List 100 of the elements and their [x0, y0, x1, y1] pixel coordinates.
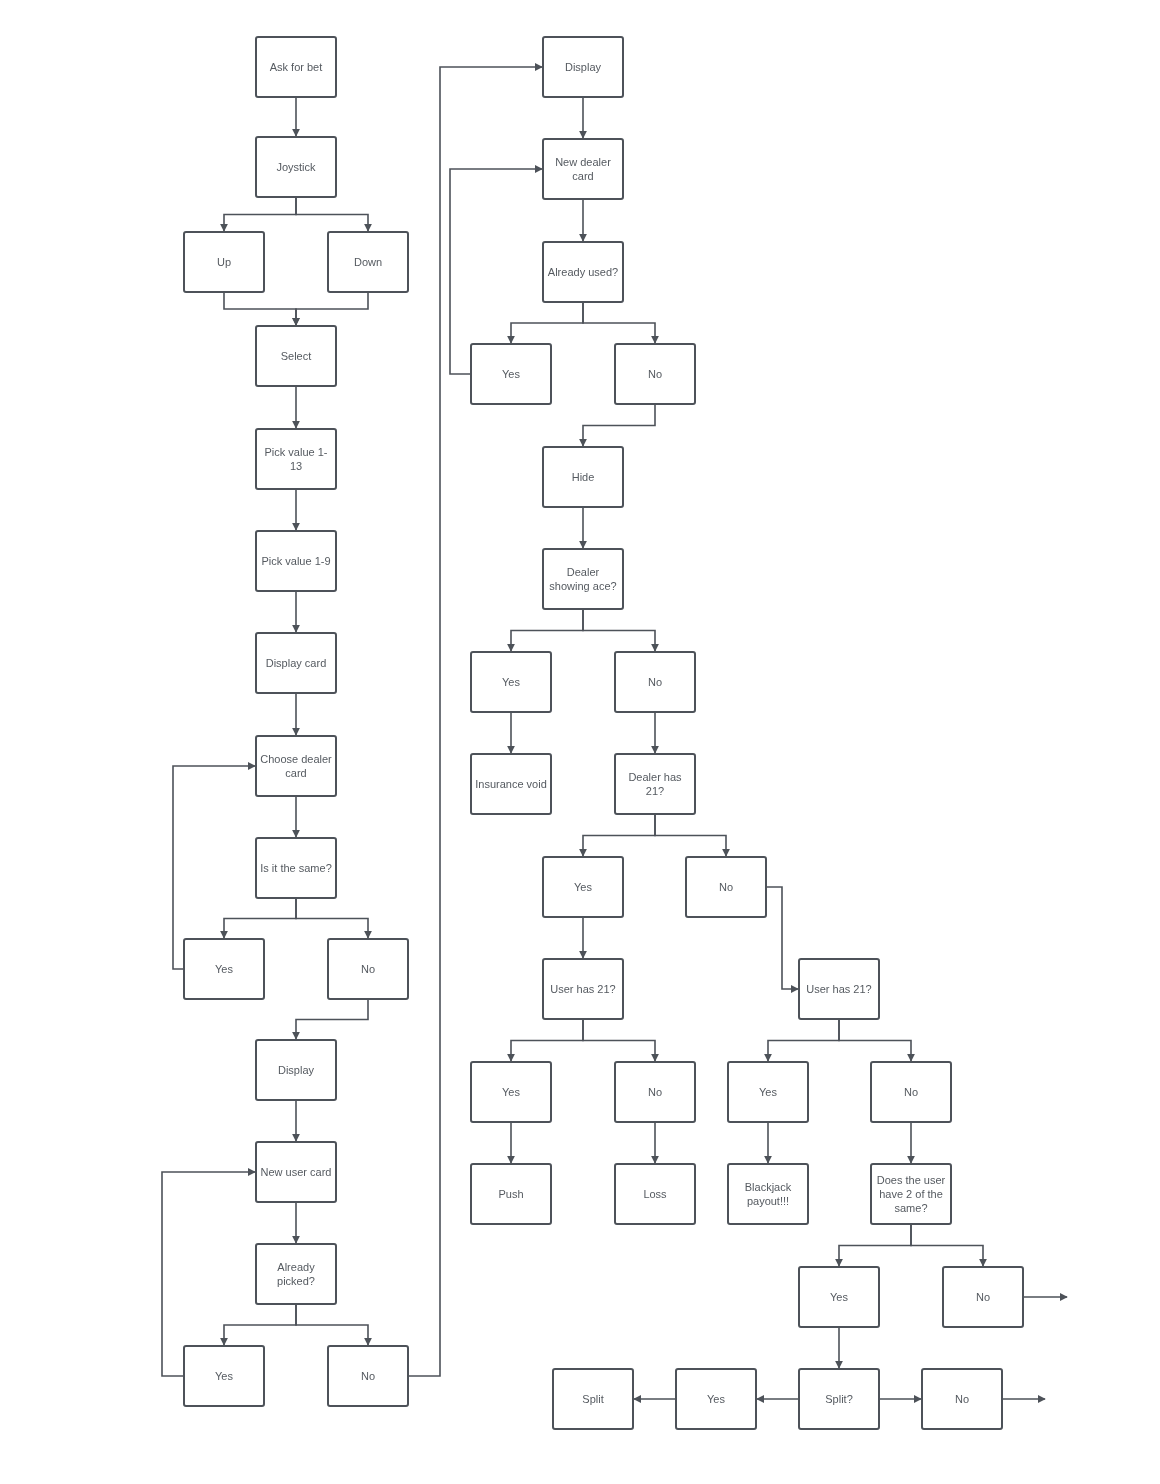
- arrow: [907, 1122, 915, 1164]
- box-label: Up: [215, 255, 233, 269]
- arrow: [292, 489, 300, 531]
- arrow: [172, 762, 256, 970]
- arrow: [292, 292, 369, 326]
- process-box: [614, 1163, 696, 1225]
- box-label: No: [717, 880, 735, 894]
- process-box: [255, 530, 337, 592]
- box-label: Yes: [758, 1085, 778, 1099]
- arrow: [579, 97, 587, 139]
- box-label: Insurance void: [474, 777, 548, 791]
- box-label: Dealer has 21?: [627, 770, 683, 798]
- arrow: [449, 165, 543, 375]
- process-box: [470, 1163, 552, 1225]
- arrow: [651, 712, 659, 754]
- arrow: [879, 1395, 922, 1403]
- arrow: [295, 197, 372, 232]
- box-label: No: [359, 1369, 377, 1383]
- box-label: Yes: [573, 880, 593, 894]
- process-box: [255, 325, 337, 387]
- process-box: [183, 938, 265, 1000]
- arrow: [292, 1202, 300, 1244]
- process-box: [470, 651, 552, 713]
- arrow: [295, 1304, 372, 1346]
- arrow: [835, 1327, 843, 1369]
- box-label: Loss: [642, 1187, 668, 1201]
- process-box: [542, 548, 624, 610]
- arrow: [582, 1019, 659, 1062]
- arrow: [579, 199, 587, 242]
- box-label: Already used?: [546, 265, 620, 279]
- process-box: [255, 632, 337, 694]
- process-box: [552, 1368, 634, 1430]
- arrow: [292, 591, 300, 633]
- box-label: Select: [279, 349, 313, 363]
- box-label: User has 21?: [549, 982, 617, 996]
- process-box: [727, 1061, 809, 1123]
- process-box: [470, 1061, 552, 1123]
- process-box: [542, 958, 624, 1020]
- process-box: [542, 138, 624, 200]
- box-label: Is it the same?: [259, 861, 333, 875]
- box-label: No: [646, 675, 664, 689]
- box-label: Yes: [829, 1290, 849, 1304]
- box-label: Yes: [501, 1085, 521, 1099]
- arrow: [1023, 1293, 1068, 1301]
- process-box: [614, 651, 696, 713]
- box-label: Yes: [214, 1369, 234, 1383]
- process-box: [183, 1345, 265, 1407]
- box-label: Yes: [501, 367, 521, 381]
- process-box: [542, 36, 624, 98]
- box-label: Yes: [214, 962, 234, 976]
- process-box: [255, 1039, 337, 1101]
- arrow: [582, 302, 659, 344]
- process-box: [255, 428, 337, 490]
- process-box: [542, 241, 624, 303]
- arrow: [161, 1168, 256, 1377]
- process-box: [255, 1141, 337, 1203]
- arrow: [633, 1395, 676, 1403]
- arrow: [292, 1100, 300, 1142]
- process-box: [470, 343, 552, 405]
- process-box: [255, 136, 337, 198]
- box-label: User has 21?: [805, 982, 873, 996]
- process-box: [685, 856, 767, 918]
- box-label: No: [646, 367, 664, 381]
- process-box: [255, 837, 337, 899]
- box-label: Display: [276, 1063, 316, 1077]
- box-label: Display: [563, 60, 603, 74]
- arrow: [579, 507, 587, 549]
- process-box: [183, 231, 265, 293]
- arrow: [292, 693, 300, 736]
- box-label: Joystick: [275, 160, 317, 174]
- process-box: [870, 1061, 952, 1123]
- box-label: No: [974, 1290, 992, 1304]
- process-box: [327, 938, 409, 1000]
- process-box: [798, 1266, 880, 1328]
- box-label: Split?: [824, 1392, 854, 1406]
- box-label: Down: [352, 255, 384, 269]
- process-box: [542, 446, 624, 508]
- process-box: [327, 1345, 409, 1407]
- arrow: [292, 796, 300, 838]
- box-label: No: [646, 1085, 664, 1099]
- process-box: [542, 856, 624, 918]
- arrow: [292, 386, 300, 429]
- arrow: [507, 1122, 515, 1164]
- box-label: Does the user have 2 of the same?: [875, 1173, 947, 1215]
- process-box: [255, 1243, 337, 1305]
- process-box: [870, 1163, 952, 1225]
- box-label: Yes: [501, 675, 521, 689]
- box-label: Choose dealer card: [259, 752, 333, 780]
- box-label: Yes: [706, 1392, 726, 1406]
- arrow: [579, 917, 587, 959]
- box-label: Already picked?: [276, 1260, 316, 1288]
- box-label: No: [902, 1085, 920, 1099]
- arrow: [582, 609, 659, 652]
- process-box: [614, 343, 696, 405]
- box-label: Pick value 1-9: [260, 554, 332, 568]
- box-label: Ask for bet: [268, 60, 324, 74]
- arrow: [756, 1395, 799, 1403]
- box-label: Dealer showing ace?: [548, 565, 618, 593]
- arrow: [295, 898, 372, 939]
- box-label: Push: [497, 1187, 525, 1201]
